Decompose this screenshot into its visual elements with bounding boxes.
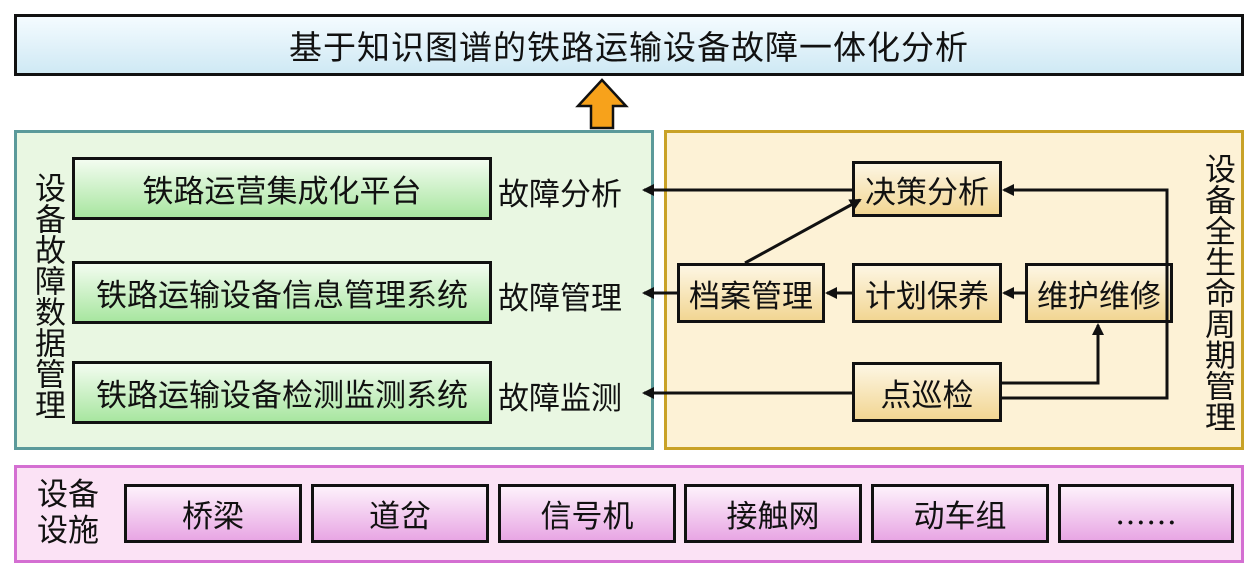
arrow-archive-to-decision — [744, 198, 862, 265]
function-label-management: 故障管理 — [498, 281, 622, 317]
equipment-facilities-label-line1: 设备 — [37, 477, 99, 513]
equipment-facilities-label-line2: 设施 — [37, 513, 99, 549]
node-planned-maintenance: 计划保养 — [852, 263, 1002, 323]
system-box-info-management: 铁路运输设备信息管理系统 — [72, 261, 492, 324]
diagram-title: 基于知识图谱的铁路运输设备故障一体化分析 — [14, 14, 1244, 76]
equipment-facilities-label: 设备 设施 — [30, 477, 106, 549]
function-label-monitoring: 故障监测 — [498, 381, 622, 417]
node-spot-inspection: 点巡检 — [852, 362, 1002, 422]
facility-more: …… — [1058, 484, 1234, 543]
facility-emu: 动车组 — [871, 484, 1049, 543]
node-archive-management: 档案管理 — [677, 263, 825, 323]
arrow-inspect-to-maintain — [1002, 323, 1104, 385]
facility-catenary: 接触网 — [684, 484, 862, 543]
facility-turnout: 道岔 — [311, 484, 489, 543]
node-repair-maintenance: 维护维修 — [1025, 263, 1173, 323]
node-decision-analysis: 决策分析 — [852, 161, 1002, 217]
facility-signal: 信号机 — [498, 484, 676, 543]
facility-bridge: 桥梁 — [124, 484, 302, 543]
system-box-inspection-monitoring: 铁路运输设备检测监测系统 — [72, 361, 492, 424]
fault-data-management-label: 设备故障数据管理 — [29, 172, 65, 420]
arrow-inspect-to-decision — [1002, 184, 1169, 400]
lifecycle-management-label: 设备全生命周期管理 — [1199, 152, 1235, 432]
function-label-analysis: 故障分析 — [498, 177, 622, 213]
system-box-operations-platform: 铁路运营集成化平台 — [72, 157, 492, 220]
